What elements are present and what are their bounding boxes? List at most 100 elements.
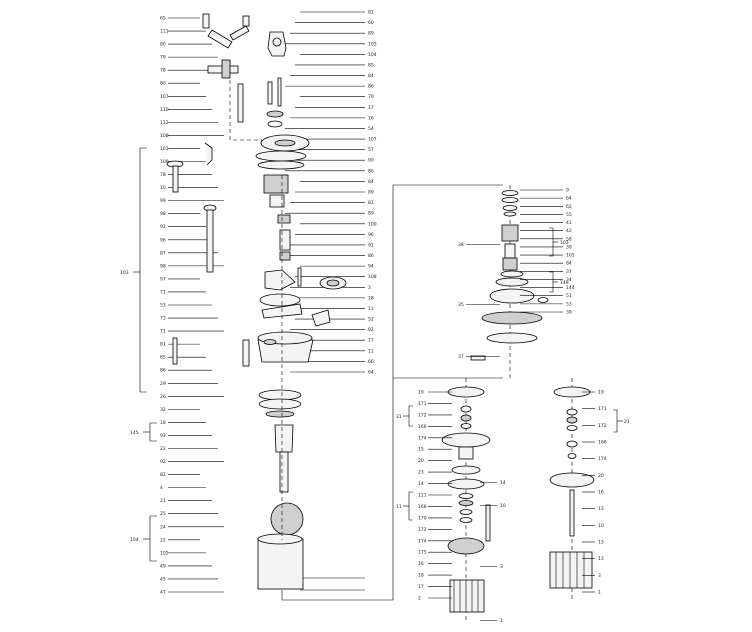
callout-number: 22 — [160, 537, 166, 543]
valve-body — [207, 29, 233, 49]
washer — [502, 205, 518, 211]
callout-number: 17 — [368, 105, 374, 111]
callout-number: 2 — [418, 596, 421, 602]
callout-number: 66 — [368, 359, 374, 365]
right-left-stack — [403, 378, 491, 620]
callout-number: 101 — [160, 146, 169, 152]
callout-number: 73 — [160, 316, 166, 322]
callout-number: 32 — [160, 407, 166, 413]
switch-housing — [269, 194, 285, 208]
callout-number: 96 — [368, 232, 374, 238]
intermediate-disc — [451, 465, 481, 475]
callout-number: 91 — [368, 242, 374, 248]
callout-number: 86 — [160, 368, 166, 374]
callout-number: 87 — [160, 250, 166, 256]
callout-number: 25 — [160, 511, 166, 517]
lower-flange — [549, 472, 595, 488]
sleeve — [566, 440, 578, 448]
callout-number: 58 — [566, 236, 572, 242]
callout-number: 149 — [560, 280, 569, 286]
bracket-label-upper: 103 — [120, 270, 129, 276]
callout-number: 13 — [598, 556, 604, 562]
callout-number: 89 — [368, 31, 374, 37]
callout-number: 62 — [566, 204, 572, 210]
electrode — [297, 267, 302, 287]
callout-number: 13 — [598, 506, 604, 512]
callout-number: 45 — [160, 576, 166, 582]
callout-number: 172 — [418, 412, 427, 418]
housing-body — [458, 446, 474, 460]
top-flange — [447, 386, 485, 398]
callout-number: 17 — [368, 338, 374, 344]
strainer-cage — [449, 579, 485, 613]
callout-number: 1 — [500, 618, 503, 624]
gear — [277, 214, 291, 224]
handle-rod — [172, 337, 178, 365]
callout-number: 81 — [368, 200, 374, 206]
callout-number: 16 — [418, 561, 424, 567]
bracket-label-mid: 145 — [130, 430, 139, 436]
callout-number: 42 — [566, 228, 572, 234]
callout-number: 82 — [160, 472, 166, 478]
callout-number: 90 — [368, 158, 374, 164]
callout-number: 11 — [368, 348, 374, 354]
callout-number: 60 — [368, 20, 374, 26]
bushing — [460, 414, 472, 422]
callout-number: 55 — [566, 212, 572, 218]
callout-number: 23 — [418, 470, 424, 476]
callout-number: 110 — [160, 107, 169, 113]
left-callouts: 6511180797880107110112108101109781099989… — [160, 16, 169, 596]
callout-number: 16 — [368, 115, 374, 121]
callout-number: 84 — [368, 73, 374, 79]
callout-number: 86 — [368, 253, 374, 259]
callout-number: 53 — [160, 303, 166, 309]
float-rod — [206, 209, 214, 273]
callout-number: 13 — [598, 540, 604, 546]
callout-number: 10 — [500, 503, 506, 509]
callout-number: 96 — [160, 237, 166, 243]
callout-number: 70 — [368, 94, 374, 100]
valve-handle — [202, 13, 210, 29]
callout-number: 51 — [566, 293, 572, 299]
bearing — [501, 224, 519, 242]
callout-number: 71 — [160, 329, 166, 335]
callout-number: 71 — [160, 289, 166, 295]
callout-number: 166 — [418, 424, 427, 430]
callout-number: 16 — [598, 490, 604, 496]
discharge-elbow — [311, 309, 331, 327]
motor-housing — [257, 538, 304, 590]
guide-vane — [264, 269, 296, 291]
callout-number: 26 — [160, 394, 166, 400]
cable-hook — [204, 142, 213, 166]
callout-number: 28 — [368, 295, 374, 301]
callout-number: 41 — [566, 220, 572, 226]
callout-number: 86 — [368, 168, 374, 174]
callout-number: 174 — [598, 456, 607, 462]
motor-housing-top — [257, 533, 303, 545]
callout-number: 15 — [418, 447, 424, 453]
callout-number: 78 — [160, 68, 166, 74]
rotor-core — [274, 424, 294, 453]
callout-number: 103 — [560, 240, 569, 246]
callout-number: 20 — [418, 458, 424, 464]
impeller-housing — [481, 311, 543, 325]
washer — [458, 500, 474, 506]
callout-number: 168 — [418, 504, 427, 510]
callout-number: 57 — [368, 147, 374, 153]
right-assembly-callouts: 9646255414258391058437341445153391031493… — [396, 188, 630, 625]
callout-number: 85 — [160, 355, 166, 361]
callout-number: 85 — [368, 62, 374, 68]
right-upper-assembly — [470, 185, 558, 380]
callout-number: 94 — [368, 264, 374, 270]
callout-number: 21 — [396, 414, 402, 420]
callout-number: 3 — [368, 285, 371, 291]
valve-nozzle — [229, 25, 250, 41]
callout-number: 108 — [368, 274, 377, 280]
callout-number: 37 — [566, 269, 572, 275]
shaft — [279, 451, 289, 493]
o-ring — [500, 270, 524, 278]
bushing — [460, 405, 472, 413]
washer — [459, 509, 473, 515]
left-brackets: 103 145 104 — [120, 147, 157, 562]
